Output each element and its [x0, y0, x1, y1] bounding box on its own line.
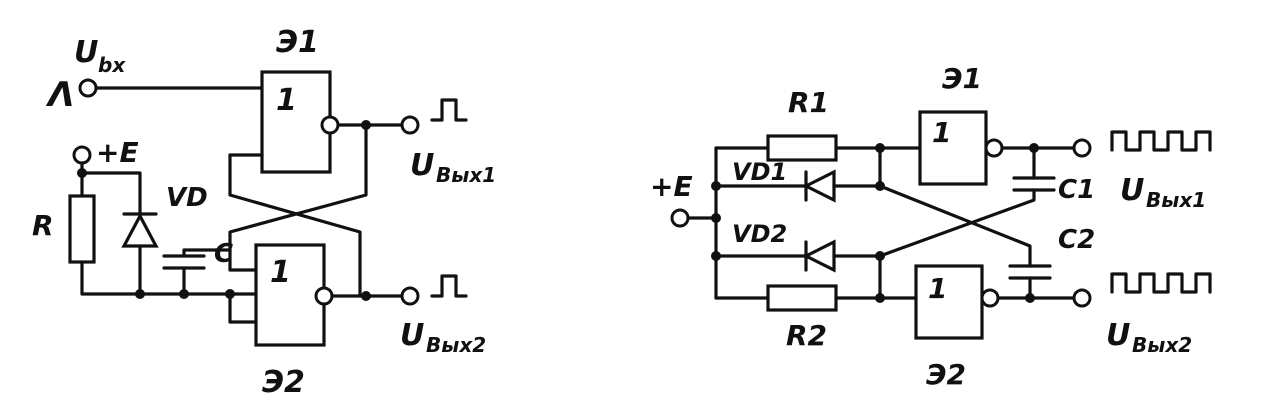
gate-e2-right-label: Э2 — [926, 358, 966, 391]
output2-waveform — [430, 274, 468, 298]
capacitor-c2-label: C2 — [1058, 225, 1095, 255]
output2-label: U — [400, 318, 424, 353]
left-circuit: Λ U bx 1 Э1 U Bых1 1 Э2 U Bых2 +E — [32, 25, 496, 400]
supply-label-right: +E — [650, 170, 693, 203]
capacitor-c-label: C — [214, 239, 233, 269]
output1-terminal[interactable] — [400, 115, 420, 135]
gate-e2-inverter-bubble — [314, 286, 334, 306]
input-terminal[interactable] — [78, 78, 98, 98]
resistor-r1-label: R1 — [788, 86, 829, 119]
supply-label: +E — [96, 136, 139, 169]
c1-cross-wire — [878, 188, 1036, 258]
gate-e2-right-symbol: 1 — [928, 272, 947, 305]
resistor-r1 — [766, 134, 838, 162]
input-label: U — [74, 35, 98, 70]
cross-wire-b — [228, 123, 368, 252]
output1-right-label-sub: Bых1 — [1146, 188, 1206, 212]
node-dot — [875, 293, 885, 303]
supply-terminal-right[interactable] — [670, 208, 690, 228]
diode-vd2-triangle — [802, 239, 836, 273]
gate-e1-label: Э1 — [276, 25, 319, 60]
capacitor-c — [162, 254, 206, 270]
gate-e2-input-a-wire — [228, 248, 258, 272]
output1-right-terminal[interactable] — [1072, 138, 1092, 158]
diode-top-wire — [80, 171, 142, 216]
supply-terminal[interactable] — [72, 145, 92, 165]
resistor-r2 — [766, 284, 838, 312]
input-pulse-symbol: Λ — [45, 75, 74, 115]
capacitor-c1 — [1012, 176, 1056, 192]
gate-e2-right — [914, 264, 984, 340]
gate-e1-right — [918, 110, 988, 186]
diode-vd-label: VD — [166, 183, 208, 213]
bottom-rail-wire — [80, 260, 258, 296]
input-label-sub: bx — [98, 53, 126, 77]
resistor-r — [68, 194, 96, 264]
gate-e1-right-bubble — [984, 138, 1004, 158]
gate-e1-symbol: 1 — [276, 83, 297, 118]
output2-right-waveform — [1110, 272, 1212, 294]
output2-terminal[interactable] — [400, 286, 420, 306]
capacitor-c2 — [1008, 264, 1052, 280]
resistor-r2-label: R2 — [786, 319, 827, 352]
cross-wire-a — [228, 153, 362, 298]
gate-e2-symbol: 1 — [270, 255, 291, 290]
gate-e2-right-bubble — [980, 288, 1000, 308]
output1-waveform — [430, 98, 468, 122]
node-dot — [361, 291, 371, 301]
output1-right-waveform — [1110, 130, 1212, 152]
output1-label: U — [410, 148, 434, 183]
output2-right-terminal[interactable] — [1072, 288, 1092, 308]
gate-e1-right-symbol: 1 — [932, 116, 951, 149]
diode-vd1-triangle — [802, 169, 836, 203]
node-dot — [135, 289, 145, 299]
resistor-r-label: R — [32, 209, 54, 242]
right-circuit: +E R1 VD1 VD2 R2 1 — [650, 62, 1212, 391]
node-dot — [711, 213, 721, 223]
gate-e1-inverter-bubble — [320, 115, 340, 135]
gate-e2-input-b-wire — [228, 292, 258, 324]
diode-vd2-label: VD2 — [732, 220, 787, 248]
capacitor-c1-label: C1 — [1058, 175, 1095, 205]
diode-vd1-label: VD1 — [732, 158, 787, 186]
output2-label-sub: Bых2 — [426, 333, 486, 357]
cap-c-top-wire — [182, 248, 232, 258]
diode-vd-triangle — [121, 212, 159, 248]
gate-e1-right-label: Э1 — [942, 62, 982, 95]
output1-right-label: U — [1120, 173, 1144, 208]
gate-e2-label: Э2 — [262, 365, 305, 400]
output2-right-label-sub: Bых2 — [1132, 333, 1192, 357]
output2-right-label: U — [1106, 318, 1130, 353]
output1-label-sub: Bых1 — [436, 163, 496, 187]
c2-cross-wire — [878, 184, 1032, 268]
